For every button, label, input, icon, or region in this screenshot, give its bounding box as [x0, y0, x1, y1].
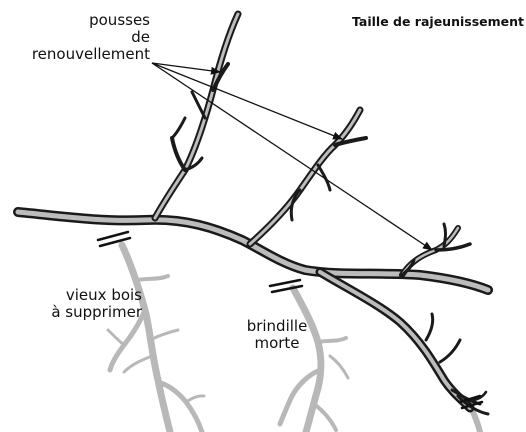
label-renewal-shoots: pousses de renouvellement — [10, 12, 150, 63]
diagram-title: Taille de rajeunissement — [338, 14, 524, 29]
old-wood-to-remove — [108, 245, 204, 432]
label-vieux-line2: à supprimer — [20, 304, 142, 321]
renewal-shoot-1 — [155, 14, 238, 218]
label-vieux-line1: vieux bois — [20, 287, 142, 304]
renewal-shoot-2 — [250, 110, 366, 244]
label-dead-twig: brindille morte — [232, 318, 322, 352]
label-pousses-line2: de — [10, 29, 150, 46]
renewal-shoot-3 — [402, 224, 470, 275]
label-brindille-line2: morte — [232, 335, 322, 352]
label-pousses-line1: pousses — [10, 12, 150, 29]
label-pousses-line3: renouvellement — [10, 46, 150, 63]
dead-twig — [280, 288, 348, 432]
label-brindille-line1: brindille — [232, 318, 322, 335]
label-old-wood: vieux bois à supprimer — [20, 287, 142, 321]
